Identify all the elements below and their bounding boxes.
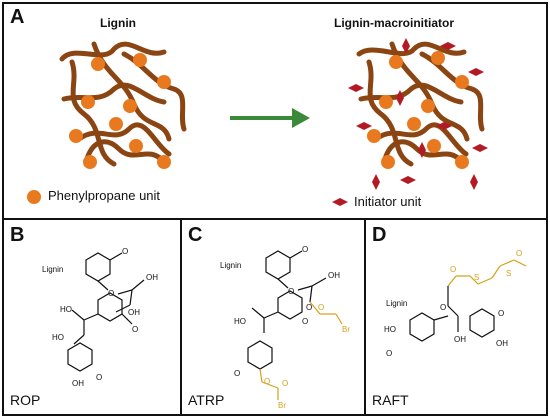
svg-text:O: O bbox=[122, 247, 128, 256]
panel-b-label: B bbox=[10, 224, 25, 246]
svg-text:HO: HO bbox=[384, 325, 396, 334]
svg-text:HO: HO bbox=[52, 333, 64, 342]
svg-text:OH: OH bbox=[496, 339, 508, 348]
svg-text:OH: OH bbox=[146, 273, 158, 282]
lignin-title: Lignin bbox=[100, 16, 136, 30]
svg-text:O: O bbox=[516, 249, 522, 258]
svg-text:O: O bbox=[498, 309, 504, 318]
initiator-units bbox=[348, 38, 488, 190]
conversion-arrow bbox=[230, 108, 310, 128]
svg-text:S: S bbox=[506, 269, 511, 278]
svg-text:O: O bbox=[386, 349, 392, 358]
method-atrp: ATRP bbox=[188, 392, 225, 408]
phenylpropane-legend-icon bbox=[27, 190, 41, 204]
macroinitiator-units bbox=[367, 51, 469, 169]
lignin-label: Lignin bbox=[386, 299, 407, 308]
svg-text:Br: Br bbox=[278, 401, 286, 410]
lignin-label: Lignin bbox=[220, 261, 241, 270]
lignin-network bbox=[59, 41, 187, 167]
panel-a: A Lignin Lignin-macroinitiator bbox=[2, 2, 548, 220]
svg-text:S: S bbox=[474, 273, 479, 282]
svg-text:Br: Br bbox=[342, 325, 350, 334]
method-raft: RAFT bbox=[372, 392, 409, 408]
panel-c: C Lignin O O OH HO O O O bbox=[180, 218, 366, 416]
panel-d: D Lignin O HO O OH O OH O S O S bbox=[364, 218, 548, 416]
legend-initiator: Initiator unit bbox=[354, 194, 422, 209]
svg-text:HO: HO bbox=[60, 305, 72, 314]
panel-b: B Lignin O O OH OH HO HO O O OH ROP bbox=[2, 218, 182, 416]
svg-text:OH: OH bbox=[72, 379, 84, 388]
svg-text:O: O bbox=[440, 303, 446, 312]
svg-text:O: O bbox=[264, 377, 270, 386]
svg-text:O: O bbox=[306, 303, 312, 312]
svg-text:O: O bbox=[234, 369, 240, 378]
svg-text:O: O bbox=[302, 245, 308, 254]
panel-c-label: C bbox=[188, 224, 203, 246]
svg-text:HO: HO bbox=[234, 317, 246, 326]
svg-text:O: O bbox=[302, 317, 308, 326]
panel-d-label: D bbox=[372, 224, 387, 246]
svg-text:O: O bbox=[282, 379, 288, 388]
svg-text:O: O bbox=[96, 373, 102, 382]
legend-phenylpropane: Phenylpropane unit bbox=[48, 188, 161, 203]
svg-text:O: O bbox=[318, 303, 324, 312]
svg-text:O: O bbox=[450, 265, 456, 274]
svg-text:O: O bbox=[108, 289, 114, 298]
svg-text:OH: OH bbox=[328, 271, 340, 280]
svg-text:OH: OH bbox=[454, 335, 466, 344]
panel-a-graphic bbox=[27, 38, 488, 206]
lignin-label: Lignin bbox=[42, 265, 63, 274]
initiator-legend-icon bbox=[332, 198, 348, 206]
atrp-structure: Lignin O O OH HO O O O O Br O Br O bbox=[220, 245, 350, 410]
svg-text:OH: OH bbox=[128, 308, 140, 317]
method-rop: ROP bbox=[10, 392, 41, 408]
phenylpropane-units bbox=[69, 53, 171, 169]
svg-text:O: O bbox=[288, 287, 294, 296]
rop-structure: Lignin O O OH OH HO HO O O OH bbox=[42, 247, 158, 388]
panel-a-label: A bbox=[10, 6, 25, 28]
svg-text:O: O bbox=[132, 325, 138, 334]
raft-structure: Lignin O HO O OH O OH O S O S bbox=[384, 249, 527, 358]
macroinitiator-title: Lignin-macroinitiator bbox=[334, 16, 454, 30]
